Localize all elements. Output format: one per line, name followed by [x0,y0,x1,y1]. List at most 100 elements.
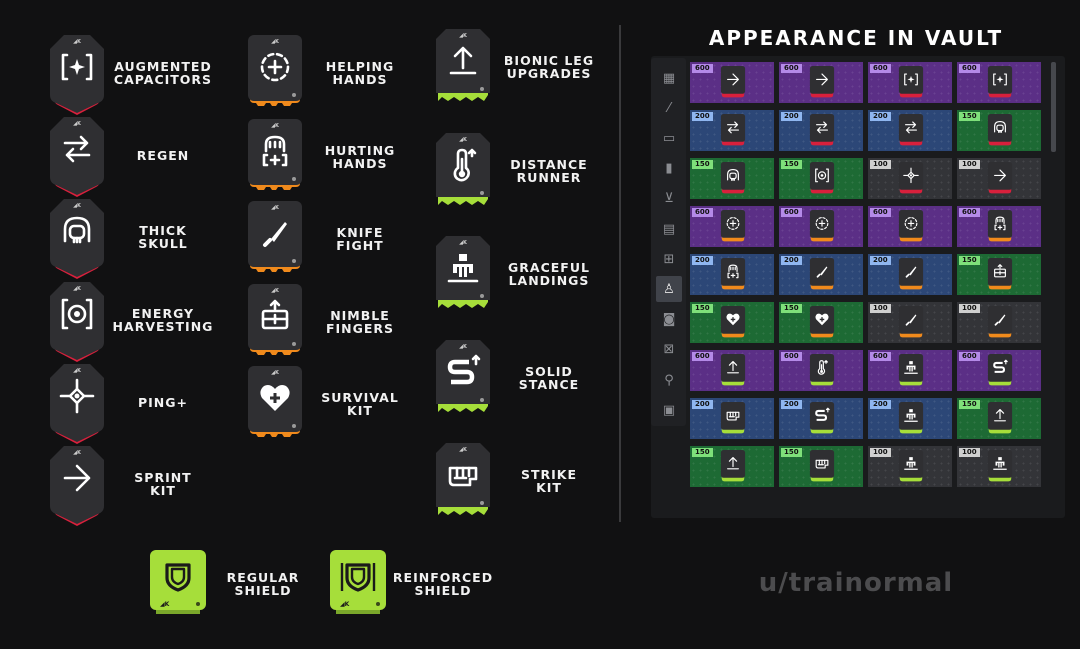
slot-count: 100 [959,304,980,313]
hurting-hands-icon [720,257,746,290]
helping-hands-badge: ◢K [246,33,304,113]
slot-count: 150 [692,448,713,457]
vault-slot[interactable]: 150 [690,158,774,199]
vault-slot[interactable]: 150 [779,158,863,199]
nimble-icon [261,299,289,330]
sprint-kit-label: SPRINT KIT [134,470,192,498]
vault-sidebar-syringe-icon[interactable]: ⁄ [667,100,671,116]
vault-slot[interactable]: 600 [690,206,774,247]
regular-shield-icon [165,563,191,592]
vault-title: APPEARANCE IN VAULT [708,26,1004,50]
slot-count: 600 [870,64,891,73]
vault-slot[interactable]: 200 [868,254,952,295]
stance-icon [987,353,1013,386]
vault-slot[interactable]: 100 [868,158,952,199]
strike-kit-label: STRIKE KIT [520,467,578,495]
svg-text:◢K: ◢K [459,344,468,350]
skull-icon [63,216,91,244]
slot-count: 150 [781,160,802,169]
sprint-kit-badge: ◢K [48,444,106,526]
thick-skull-label: THICK SKULL [138,223,188,251]
reinforced-shield-label: REINFORCED SHIELD [392,570,494,598]
vault-slot[interactable]: 600 [957,206,1041,247]
vault-scrollbar[interactable] [1051,62,1056,152]
vault-slot[interactable]: 600 [868,62,952,103]
vault-slot[interactable]: 100 [868,302,952,343]
vault-slot[interactable]: 100 [957,302,1041,343]
vault-slot[interactable]: 600 [779,62,863,103]
distance-runner-badge: ◢K [434,131,492,211]
slot-count: 200 [870,256,891,265]
slot-count: 100 [870,160,891,169]
vault-slot[interactable]: 600 [779,350,863,391]
vault-sidebar-key-icon[interactable]: ⚲ [664,372,674,388]
vault-slot[interactable]: 600 [779,206,863,247]
vault-slot[interactable]: 100 [868,446,952,487]
vault-slot[interactable]: 600 [868,206,952,247]
energy-harvesting-badge: ◢K [48,280,106,362]
vault-sidebar-battery-icon[interactable]: ▮ [665,161,673,177]
slot-count: 600 [781,352,802,361]
watermark: u/trainormal [758,568,954,598]
vault-sidebar-core-icon[interactable]: ◙ [662,312,676,328]
bionic-leg-upgrades-badge: ◢K [434,27,492,107]
section-divider [619,25,621,522]
vault-slot[interactable]: 600 [957,62,1041,103]
vault-slot[interactable]: 600 [690,62,774,103]
vault-slot[interactable]: 150 [779,446,863,487]
vault-slot[interactable]: 600 [868,350,952,391]
vault-slot[interactable]: 150 [957,254,1041,295]
thermometer-icon [809,353,835,386]
vault-slot[interactable]: 150 [779,302,863,343]
vault-sidebar-chip-icon[interactable]: ⊞ [663,251,675,267]
vault-slot[interactable]: 200 [690,110,774,151]
graceful-landings-label: GRACEFUL LANDINGS [508,260,590,288]
slot-count: 150 [959,112,980,121]
bionic-leg-upgrades-label: BIONIC LEG UPGRADES [503,53,595,81]
heart-icon [260,385,290,411]
skull-icon [720,161,746,194]
slot-count: 600 [959,352,980,361]
sprint-icon [63,464,91,492]
svg-text:◢K: ◢K [160,601,170,608]
vault-slot[interactable]: 150 [957,110,1041,151]
vault-slot[interactable]: 200 [868,110,952,151]
knife-icon [898,305,924,338]
vault-slot[interactable]: 200 [690,254,774,295]
vault-sidebar [651,58,686,426]
regen-icon [63,135,91,163]
slot-count: 100 [959,160,980,169]
knife-icon [809,257,835,290]
vault-sidebar-skeleton-icon[interactable]: ♙ [656,276,682,303]
sprint-icon [809,65,835,98]
vault-slot[interactable]: 200 [690,398,774,439]
vault-slot[interactable]: 600 [957,350,1041,391]
vault-sidebar-module-icon[interactable]: ▤ [662,221,676,237]
augmented-capacitors-label: AUGMENTED CAPACITORS [113,59,213,87]
survival-kit-badge: ◢K [246,364,304,444]
vault-sidebar-cross-box-icon[interactable]: ⊠ [663,342,675,358]
vault-slot[interactable]: 150 [690,446,774,487]
slot-count: 150 [692,160,713,169]
stance-icon [809,401,835,434]
vault-slot[interactable]: 200 [868,398,952,439]
vault-slot[interactable]: 150 [957,398,1041,439]
svg-text:◢K: ◢K [459,33,468,39]
vault-slot[interactable]: 150 [690,302,774,343]
vault-slot[interactable]: 600 [690,350,774,391]
svg-text:◢K: ◢K [459,447,468,453]
hurting-hands-label: HURTING HANDS [324,143,396,171]
vault-slot[interactable]: 100 [957,158,1041,199]
vault-slot[interactable]: 100 [957,446,1041,487]
survival-kit-label: SURVIVAL KIT [321,390,399,418]
vault-sidebar-grid-icon[interactable]: ▦ [662,70,676,86]
solid-stance-label: SOLID STANCE [518,364,580,392]
regen-label: REGEN [136,147,190,163]
vault-sidebar-inbox-icon[interactable]: ⊻ [664,191,674,207]
vault-slot[interactable]: 200 [779,254,863,295]
knife-icon [263,222,287,247]
vault-sidebar-canister-icon[interactable]: ▭ [662,130,676,146]
vault-sidebar-crate-icon[interactable]: ▣ [662,402,676,418]
vault-slot[interactable]: 200 [779,110,863,151]
vault-slot[interactable]: 200 [779,398,863,439]
